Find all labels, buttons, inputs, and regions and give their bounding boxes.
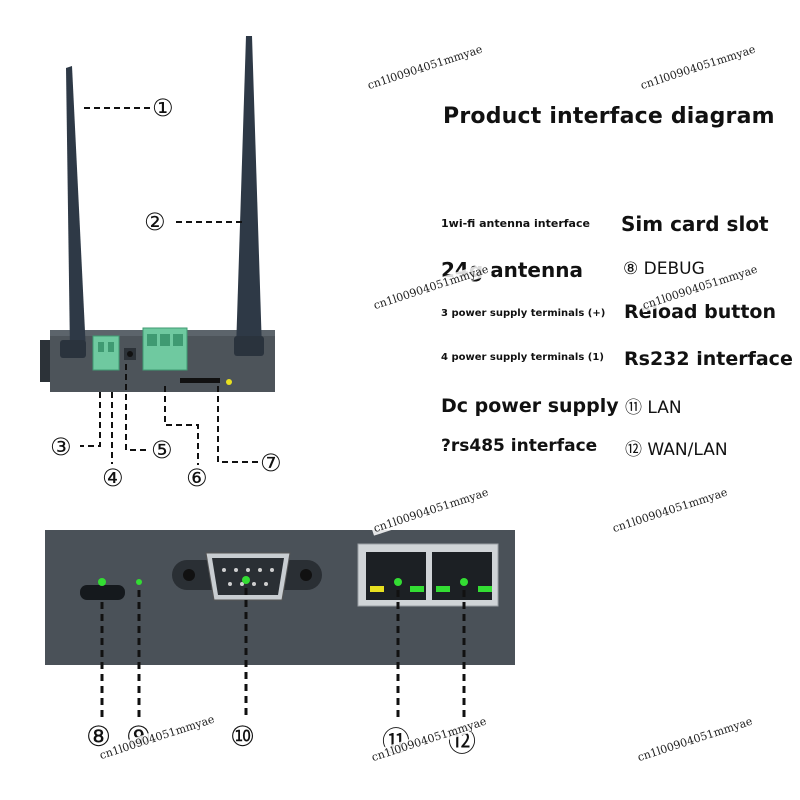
lan-port: [366, 552, 426, 600]
led-rs232: [242, 576, 250, 584]
leader-3: [80, 392, 101, 447]
callout-7: ⑦: [260, 449, 282, 477]
db9-screw: [300, 569, 312, 581]
leader-6: [164, 386, 199, 465]
legend-1: 1wi-fi antenna interface: [441, 217, 590, 230]
callout-10: ⑩: [230, 720, 256, 753]
terminal-small-hole: [108, 342, 114, 352]
antenna-left: [66, 66, 86, 352]
lan-led-right: [410, 586, 424, 592]
wan-led-left: [436, 586, 450, 592]
antenna-left-base: [60, 340, 86, 358]
led-lan: [394, 578, 402, 586]
callout-4: ④: [102, 464, 124, 492]
wan-led-right: [478, 586, 492, 592]
legend-5: Dc power supply: [441, 395, 619, 417]
callout-5: ⑤: [151, 436, 173, 464]
terminal-small-hole: [98, 342, 104, 352]
lan-led-left: [370, 586, 384, 592]
wan-port: [432, 552, 492, 600]
callout-3: ③: [50, 433, 72, 461]
sim-slot: [180, 378, 220, 383]
top-device: [40, 36, 275, 392]
terminal-small: [92, 335, 120, 371]
led-debug: [98, 578, 106, 586]
legend-10: Rs232 interface: [624, 348, 793, 370]
legend-8: ⑧ DEBUG: [623, 259, 705, 279]
db9-screw: [183, 569, 195, 581]
antenna-right: [236, 36, 262, 350]
bottom-leaders: [100, 588, 466, 720]
terminal-3pin-hole: [147, 334, 157, 346]
side-bracket: [40, 340, 52, 382]
led-9: [136, 579, 142, 585]
callout-1: ①: [152, 94, 174, 122]
reload-button: [226, 379, 232, 385]
debug-port: [80, 585, 125, 600]
callout-6: ⑥: [186, 464, 208, 492]
leader-5: [125, 364, 150, 451]
front-device: [45, 530, 515, 665]
dc-jack-hole: [127, 351, 133, 357]
top-leaders: [80, 107, 260, 465]
legend-4: 4 power supply terminals (1): [441, 352, 604, 363]
legend-3: 3 power supply terminals (+): [441, 308, 606, 319]
legend-7: Sim card slot: [621, 212, 769, 236]
legend-6: ?rs485 interface: [441, 436, 598, 456]
legend-12: ⑫ WAN/LAN: [625, 440, 728, 460]
led-wan: [460, 578, 468, 586]
terminal-3pin-hole: [160, 334, 170, 346]
diagram-title: Product interface diagram: [443, 104, 775, 129]
antenna-right-base: [234, 336, 264, 356]
db9-inner: [212, 558, 284, 595]
legend-11: ⑪ LAN: [625, 398, 682, 418]
terminal-3pin-hole: [173, 334, 183, 346]
db9-pins: [222, 568, 274, 586]
leader-7: [217, 386, 260, 463]
callout-2: ②: [144, 208, 166, 236]
